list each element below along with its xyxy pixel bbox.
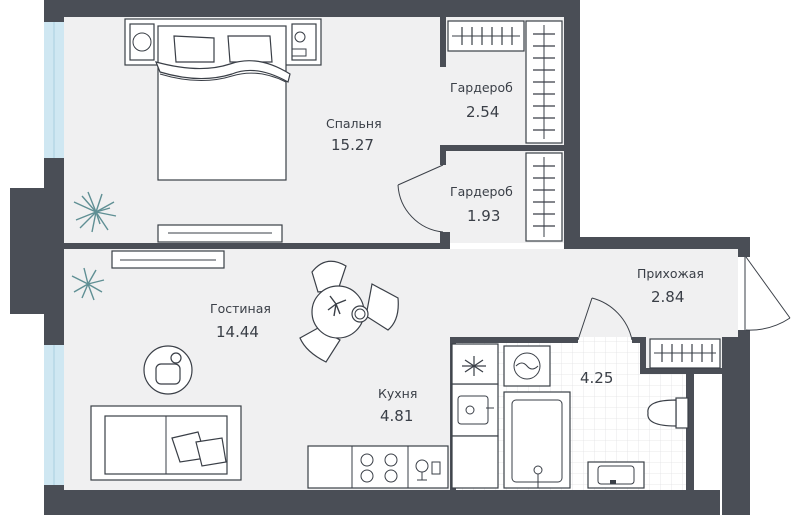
kitchen-set (307, 343, 499, 489)
bathroom-set (503, 345, 689, 489)
room-area: 1.93 (467, 207, 500, 225)
plant-icon (71, 191, 117, 301)
toilet-icon (647, 397, 689, 429)
room-label: Гардероб (450, 184, 513, 199)
room-area: 15.27 (331, 136, 374, 154)
room-area: 2.84 (651, 288, 684, 306)
room-area: 2.54 (466, 103, 499, 121)
room-area: 14.44 (216, 323, 259, 341)
room-area: 4.81 (380, 407, 413, 425)
room-area: 4.25 (580, 369, 613, 387)
stove-icon (360, 453, 398, 483)
door-entrance (738, 256, 791, 331)
room-living: Гостиная 14.44 (210, 301, 271, 341)
bathroom-sink-icon (587, 461, 645, 489)
windows (44, 22, 64, 485)
room-bedroom: Спальня 15.27 (326, 116, 382, 154)
room-label: Гостиная (210, 301, 271, 316)
room-label: Прихожая (637, 266, 704, 281)
tv-icon (111, 224, 283, 269)
room-label: Спальня (326, 116, 382, 131)
doors (397, 164, 791, 341)
armchair-icon (143, 345, 193, 395)
room-wardrobe-2: Гардероб 1.93 (450, 184, 513, 225)
bed-icon (124, 18, 322, 181)
wardrobe-icon (447, 20, 721, 369)
sofa-icon (90, 405, 242, 481)
room-labels: Спальня 15.27 Гардероб 2.54 Гардероб 1.9… (210, 80, 704, 425)
door-wardrobe-2 (397, 164, 444, 233)
dining-table-icon (299, 260, 399, 363)
room-label: Гардероб (450, 80, 513, 95)
room-wardrobe-1: Гардероб 2.54 (450, 80, 513, 121)
room-hall: Прихожая 2.84 (637, 266, 704, 306)
sink-icon (457, 395, 494, 425)
room-kitchen: Кухня 4.81 (378, 386, 417, 425)
washing-machine-icon (503, 345, 551, 387)
bathtub-icon (503, 391, 571, 489)
oven-icon (415, 459, 441, 481)
hall-floor (450, 249, 746, 337)
door-bathroom (577, 297, 633, 341)
room-label: Кухня (378, 386, 417, 401)
fridge-icon (462, 356, 486, 376)
walls (10, 0, 750, 515)
room-bathroom: 4.25 (580, 369, 613, 387)
